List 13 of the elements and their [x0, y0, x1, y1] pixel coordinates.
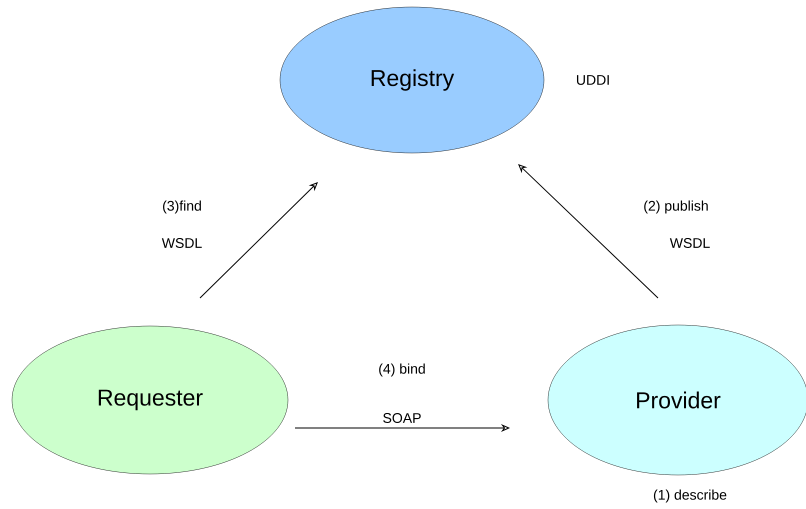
protocol-label: WSDL — [162, 238, 202, 248]
arrow — [200, 182, 318, 298]
ellipse-node: Provider — [548, 324, 806, 476]
ellipse-node: Registry — [280, 6, 544, 154]
node-caption: UDDI — [576, 75, 609, 85]
edge-label: (2) publish — [644, 200, 708, 214]
ellipse-node: Requester — [12, 326, 288, 474]
edge-label: (4) bind — [379, 363, 425, 377]
protocol-label: SOAP — [383, 413, 421, 423]
protocol-label: WSDL — [670, 238, 710, 248]
arrow — [518, 164, 658, 298]
node-caption: (1) describe — [654, 489, 726, 503]
edge-label: (3)find — [163, 200, 201, 214]
